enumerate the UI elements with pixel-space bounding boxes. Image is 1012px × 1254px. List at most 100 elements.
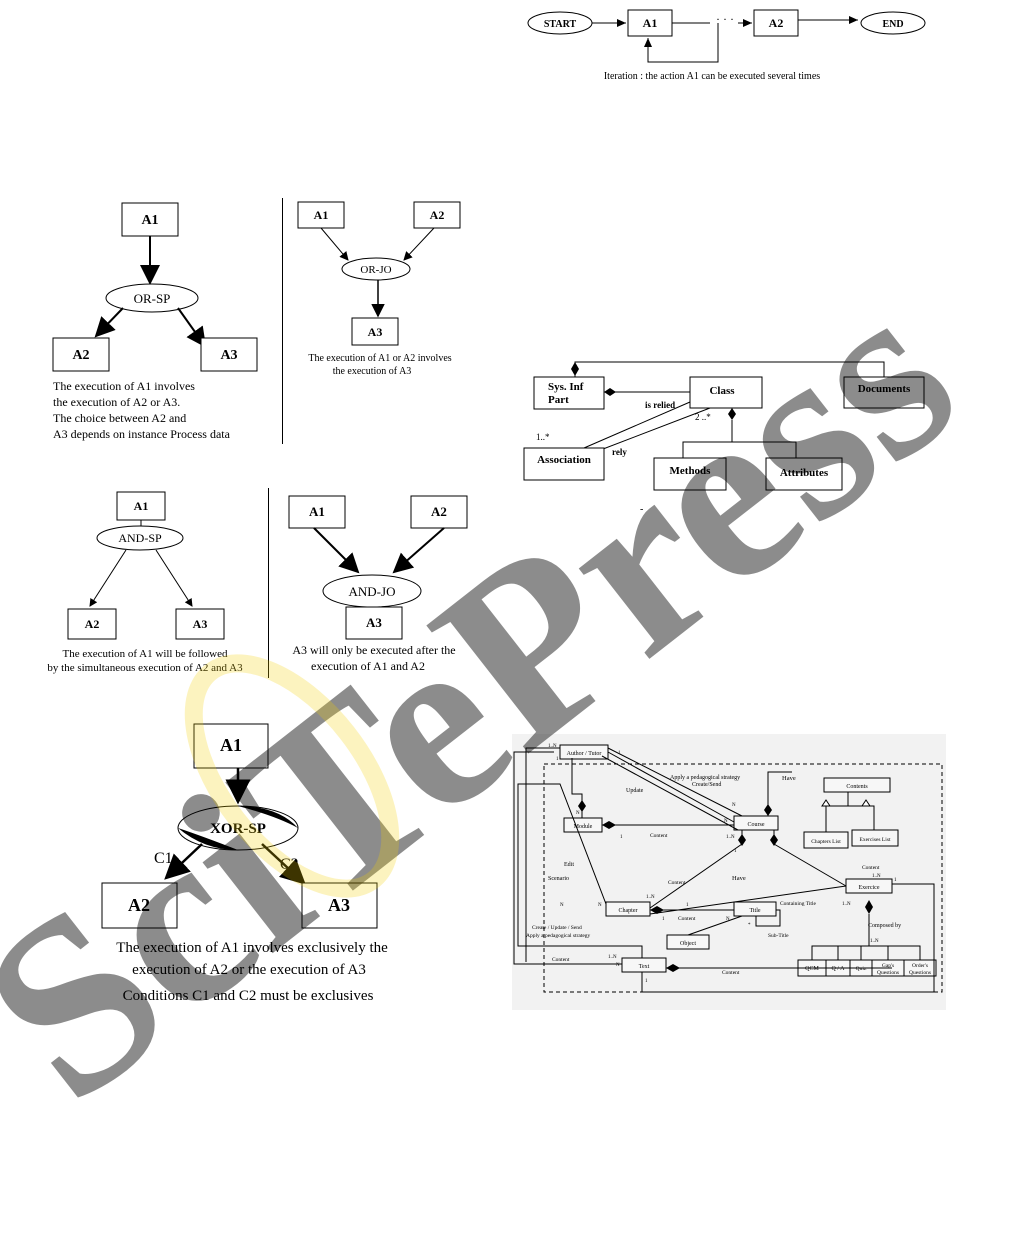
mult-1: 1..* xyxy=(536,432,550,442)
a3-label: A3 xyxy=(366,615,382,630)
and-sp-diagram: A1 AND-SP A2 A3 The execution of A1 will… xyxy=(44,488,254,678)
content-label-5: Content xyxy=(552,957,570,963)
a3-box xyxy=(351,317,399,346)
a2-label: A2 xyxy=(431,504,447,519)
gaps-label-1: Gap's xyxy=(882,963,894,969)
or-sp-label: OR-SP xyxy=(134,291,171,306)
a3-label: A3 xyxy=(193,617,208,631)
subtitle-label: Sub-Title xyxy=(768,933,789,939)
or-sp-diagram: A1 OR-SP A2 A3 The execution of A1 invol… xyxy=(48,198,270,448)
association-box xyxy=(523,447,605,481)
author-label: Author / Tutor xyxy=(567,751,602,757)
a2-box xyxy=(67,608,117,640)
scenario-label: Scenario xyxy=(548,876,569,882)
a2-box xyxy=(101,882,178,929)
a1-label: A1 xyxy=(134,499,149,513)
caption-line-3: The choice between A2 and xyxy=(53,411,186,425)
mult-label: 1..N xyxy=(842,902,851,907)
contents-box xyxy=(823,777,891,793)
mult-label: 1 xyxy=(662,917,665,922)
edit-label: Edit xyxy=(564,862,574,868)
mult-2: 2 ..* xyxy=(695,412,711,422)
text-box xyxy=(621,957,667,973)
or-jo-label: OR-JO xyxy=(360,264,391,276)
dash-mark: - xyxy=(640,504,643,514)
containing-label: Containing Title xyxy=(780,901,816,907)
a2-box xyxy=(753,9,799,37)
a1-label: A1 xyxy=(220,735,242,755)
mult-label: 1..N xyxy=(870,939,879,944)
xor-sp-diagram: A1 XOR-SP C1 C2 A2 A3 The execution of A… xyxy=(92,718,410,1013)
mult-label: 1 xyxy=(645,979,648,984)
object-label: Object xyxy=(680,941,696,947)
chapter-label: Chapter xyxy=(619,908,638,914)
quiz-label: Quiz xyxy=(856,966,867,972)
a1-box xyxy=(116,491,166,521)
dots: · · · xyxy=(716,12,734,26)
a2-label: A2 xyxy=(430,208,445,222)
mult-label: 1..N xyxy=(726,835,735,840)
caption-line-1: The execution of A1 involves exclusively… xyxy=(116,940,388,956)
course-box xyxy=(733,815,779,831)
update-label: Update xyxy=(626,788,644,794)
contents-label: Contents xyxy=(846,784,868,790)
a1-box xyxy=(627,9,673,37)
exercises-list-box xyxy=(851,829,899,847)
and-sp-node xyxy=(96,525,184,551)
mult-label: N xyxy=(598,903,602,908)
class-label: Class xyxy=(709,385,735,397)
documents-label: Documents xyxy=(858,383,911,395)
mult-label: 1..N xyxy=(608,955,617,960)
caption-line-2: by the simultaneous execution of A2 and … xyxy=(47,662,243,674)
mult-label: 1 xyxy=(894,878,897,883)
a3-label: A3 xyxy=(368,325,383,339)
exercise-label: Exercice xyxy=(859,885,880,891)
mult-label: 1..N xyxy=(646,895,655,900)
c1-label: C1 xyxy=(154,850,173,867)
methods-label: Methods xyxy=(670,465,712,477)
mult-label: N xyxy=(560,903,564,908)
iteration-caption: Iteration : the action A1 can be execute… xyxy=(604,71,820,82)
divider xyxy=(268,488,269,678)
is-relied-label: is relied xyxy=(645,400,675,410)
mult-label: 1 xyxy=(620,835,623,840)
caption-line-1: The execution of A1 will be followed xyxy=(63,648,228,660)
caption-line-1: The execution of A1 involves xyxy=(53,379,195,393)
and-sp-label: AND-SP xyxy=(118,531,162,545)
mult-label: 1 xyxy=(686,903,689,908)
mult-label: N xyxy=(732,803,736,808)
order-label-1: Order's xyxy=(912,963,928,969)
caption-line-1: The execution of A1 or A2 involves xyxy=(308,353,451,364)
create-update-label: Create / Update / Send xyxy=(532,925,582,931)
a2-box xyxy=(413,201,461,229)
a3-box xyxy=(345,606,403,640)
a3-label: A3 xyxy=(328,895,350,915)
rely-label: rely xyxy=(612,447,627,457)
a1-box xyxy=(193,723,269,769)
a1-label: A1 xyxy=(309,504,325,519)
a1-label: A1 xyxy=(314,208,329,222)
content-label-3: Content xyxy=(862,865,880,871)
methods-box xyxy=(653,457,727,491)
create-send-label: Create/Send xyxy=(692,782,721,788)
xor-sp-node xyxy=(177,805,299,851)
chapter-box xyxy=(605,901,651,917)
order-label-2: Questions xyxy=(909,970,931,976)
a3-label: A3 xyxy=(220,348,237,363)
mult-label: 1 xyxy=(556,757,559,762)
title-box xyxy=(733,901,777,917)
composed-label: Composed by xyxy=(868,923,901,929)
a2-label: A2 xyxy=(85,617,100,631)
sys-inf-label-1: Sys. Inf xyxy=(548,381,584,393)
qcm-label: QCM xyxy=(805,966,819,972)
a1-label: A1 xyxy=(643,16,658,30)
a2-label: A2 xyxy=(72,348,89,363)
or-sp-node xyxy=(105,283,199,313)
attributes-box xyxy=(765,457,843,491)
chapters-list-label: Chapters List xyxy=(811,839,841,845)
attributes-label: Attributes xyxy=(780,467,829,479)
course-label: Course xyxy=(748,822,765,828)
caption-line-2: execution of A2 or the execution of A3 xyxy=(132,962,366,978)
mult-label: N xyxy=(724,819,728,824)
sys-inf-label-2: Part xyxy=(548,394,569,406)
